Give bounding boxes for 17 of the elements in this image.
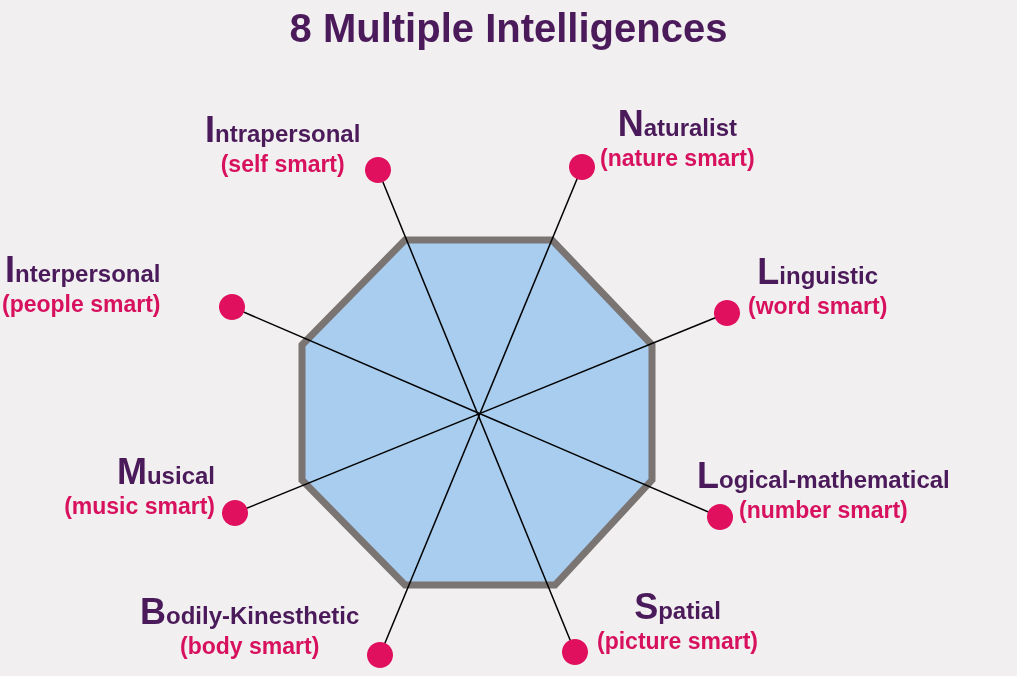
intelligence-subtitle: (number smart) bbox=[738, 497, 909, 525]
intelligence-subtitle: (music smart) bbox=[64, 493, 215, 521]
intelligence-name: Linguistic bbox=[756, 250, 879, 294]
intelligence-name: Naturalist bbox=[616, 102, 738, 146]
intelligence-subtitle: (self smart) bbox=[219, 151, 346, 179]
intelligence-subtitle: (body smart) bbox=[179, 633, 321, 661]
intelligence-name: Interpersonal bbox=[4, 248, 161, 292]
intelligence-name: Logical-mathematical bbox=[697, 454, 950, 498]
intelligence-name: Bodily-Kinesthetic bbox=[140, 590, 360, 634]
title: 8 Multiple Intelligences bbox=[288, 6, 729, 51]
intelligence-subtitle: (people smart) bbox=[2, 291, 161, 319]
intelligence-subtitle: (word smart) bbox=[748, 293, 888, 321]
intelligence-subtitle: (nature smart) bbox=[600, 145, 755, 173]
intelligence-name: Intrapersonal bbox=[205, 108, 361, 152]
intelligence-name: Spatial bbox=[633, 585, 722, 629]
intelligence-subtitle: (picture smart) bbox=[597, 628, 759, 656]
intelligence-name: Musical bbox=[115, 450, 215, 494]
